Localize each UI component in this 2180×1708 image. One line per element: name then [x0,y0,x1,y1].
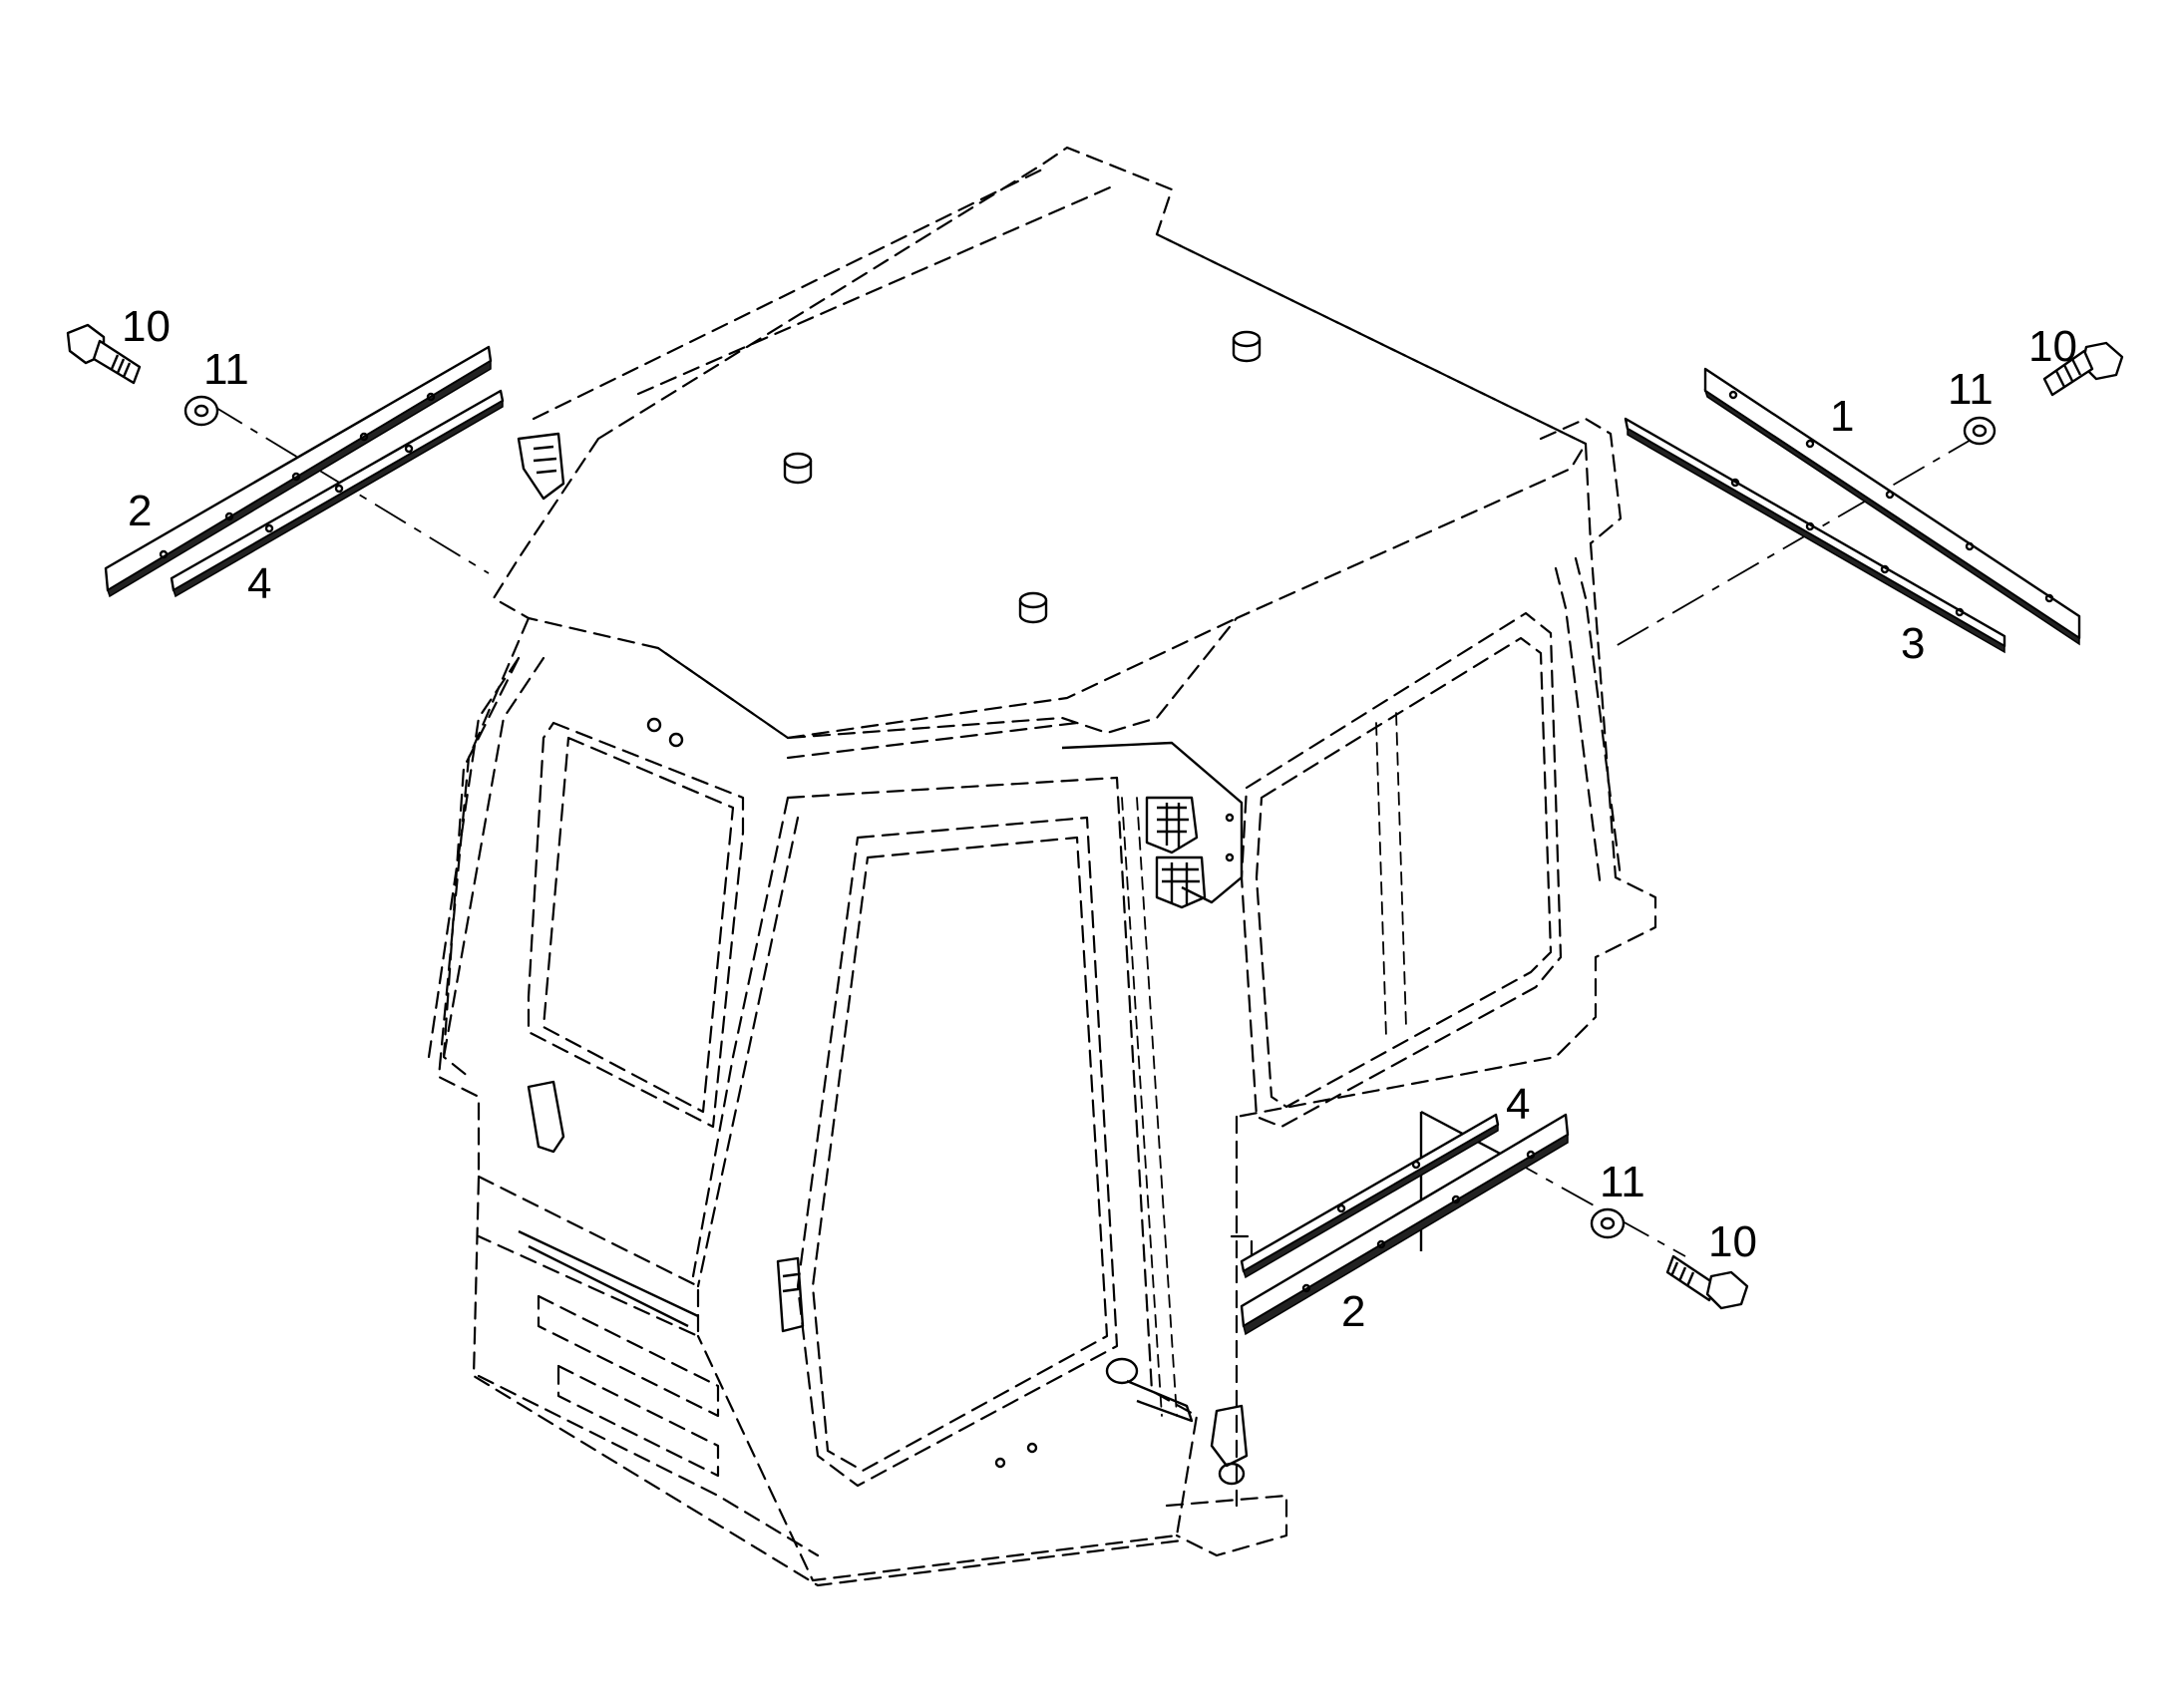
top-left-hardware [66,323,505,598]
callout-tl-washer: 11 [203,345,249,394]
callout-tr-strip: 3 [1901,619,1925,668]
right-handrail [1554,556,1623,889]
callout-tl-bolt: 10 [122,302,171,351]
bolt-top-left [66,323,142,385]
callout-tl-plate: 2 [128,487,152,535]
left-side-window [527,721,745,1129]
strip-top-left [170,389,505,598]
washer-top-right [1963,416,1997,446]
plate-top-right [1703,367,2081,646]
callout-br-plate: 2 [1341,1287,1365,1336]
rear-left-lamp [517,432,565,501]
front-latch [1210,1404,1249,1486]
plate-top-left [104,345,493,598]
top-right-hardware [1624,341,2124,654]
strip-bottom-right [1240,1113,1500,1279]
bolt-bottom-right [1665,1254,1749,1310]
cab-door [696,776,1199,1582]
pillar-bolts [646,717,684,748]
strip-top-right [1624,417,2006,654]
rear-lower-lamp [518,1080,699,1328]
roof-boss-2 [783,452,813,485]
washer-top-left [183,395,219,427]
work-lamps [1061,741,1244,909]
cab-body [427,146,1657,1587]
door-handle [776,1256,805,1333]
leader-top-right [1615,434,1981,647]
callout-tr-plate: 1 [1830,392,1854,441]
callout-br-bolt: 10 [1708,1217,1757,1266]
plate-bottom-right [1240,1113,1570,1336]
cab-left-side [437,616,1184,1587]
leader-bottom-right [1505,1156,1686,1257]
callout-tl-strip: 4 [247,559,271,608]
callout-tr-washer: 11 [1948,365,1994,414]
callout-br-washer: 11 [1600,1158,1645,1206]
callout-br-strip: 4 [1506,1080,1530,1129]
callout-labels: 10 11 2 4 10 11 1 3 4 11 10 2 [122,302,2077,1336]
bolt-top-right [2042,341,2124,397]
bottom-right-hardware [1240,1110,1749,1336]
cab-roof [492,146,1588,740]
left-handrail [427,656,545,1059]
washer-bottom-right [1590,1207,1626,1239]
roof-boss-3 [1018,591,1048,624]
roof-boss-1 [1232,330,1262,363]
callout-tr-bolt: 10 [2028,322,2077,371]
door-lock [1105,1357,1194,1423]
door-holes [994,1442,1038,1469]
right-side-window [1240,611,1563,1129]
